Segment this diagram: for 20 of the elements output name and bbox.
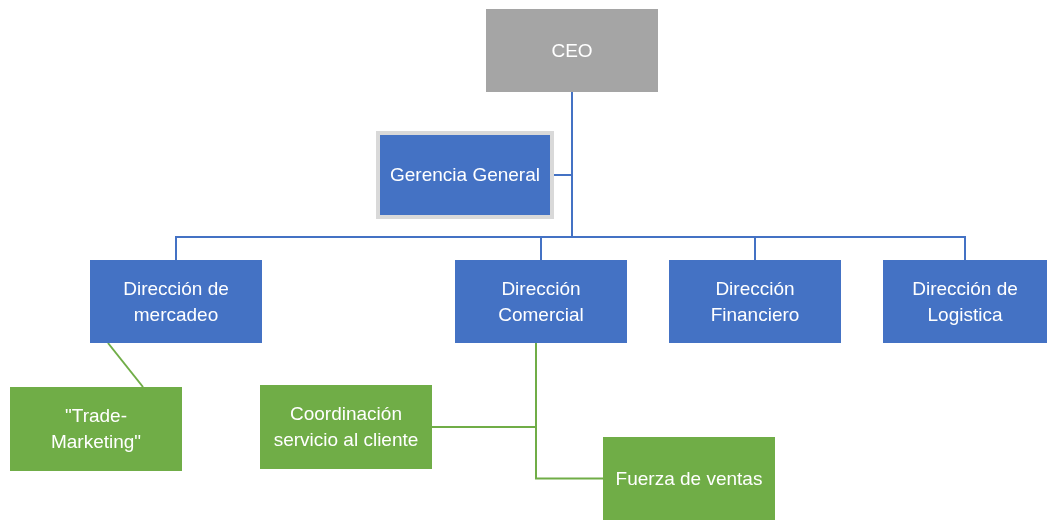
- node-label: "Trade-Marketing": [49, 404, 143, 454]
- team-box: [260, 385, 432, 469]
- manager-box: [376, 131, 554, 219]
- department-box: [455, 260, 627, 343]
- team-box: [603, 437, 775, 520]
- connector-line: [535, 342, 604, 480]
- team-box: [10, 387, 182, 471]
- department-box: [669, 260, 841, 343]
- node-label: Gerencia General: [390, 163, 540, 188]
- department-box: [90, 260, 262, 343]
- node-label: Fuerza de ventas: [615, 466, 763, 491]
- node-label: CEO: [551, 38, 593, 63]
- department-box: [883, 260, 1047, 343]
- node-label: Dirección de mercadeo: [122, 276, 230, 327]
- connector-line: [107, 342, 144, 388]
- node-label: Dirección Comercial: [497, 276, 585, 327]
- node-label: Dirección Financiero: [709, 276, 801, 327]
- node-label: Dirección de Logistica: [911, 276, 1019, 327]
- ceo-box: [486, 9, 658, 92]
- node-label: Coordinación servicio al cliente: [272, 402, 420, 452]
